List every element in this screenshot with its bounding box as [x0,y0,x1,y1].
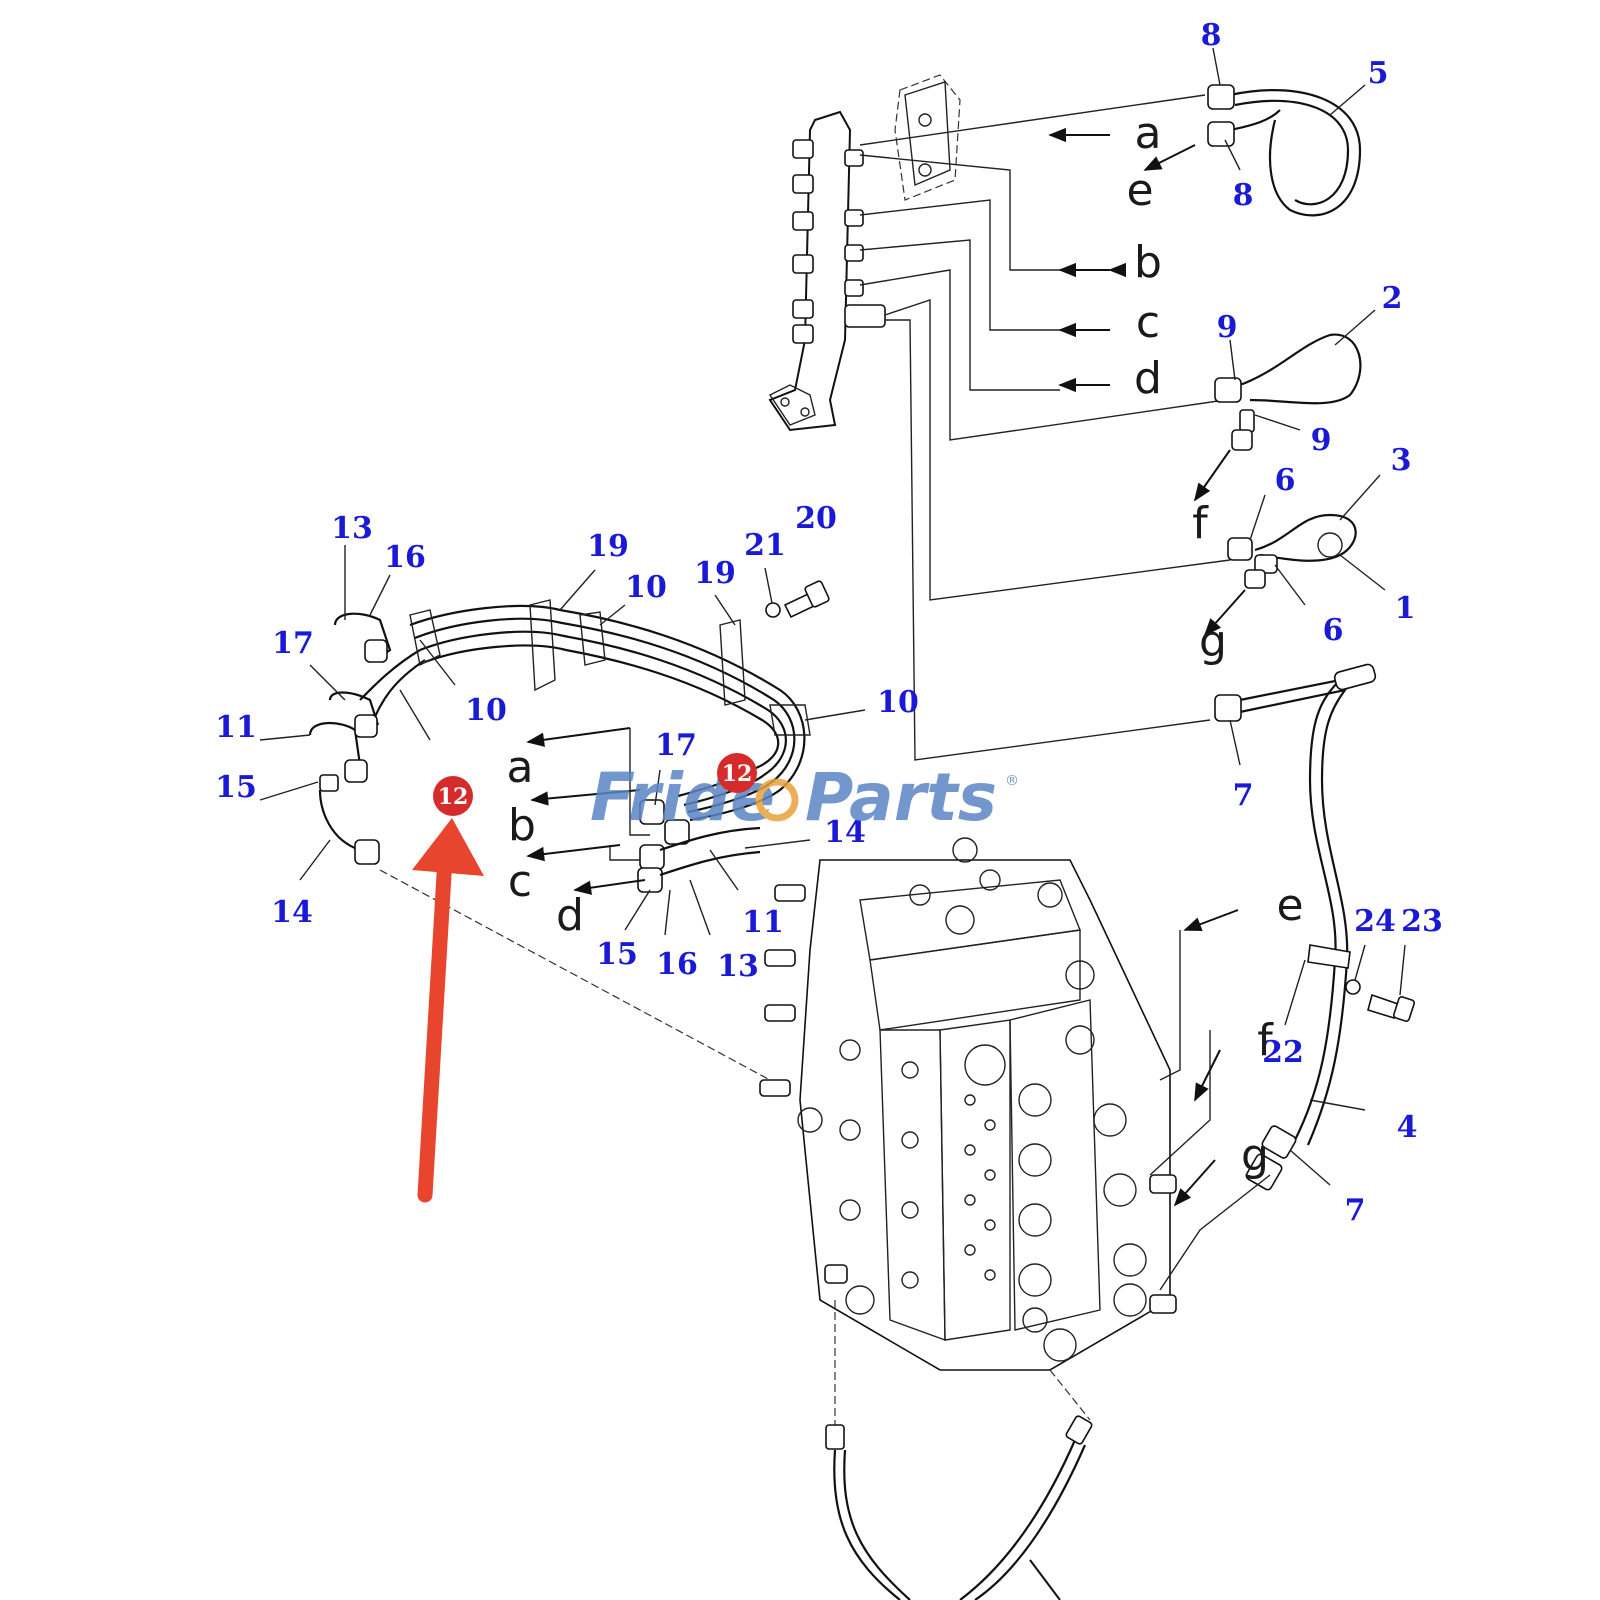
ref-letter-a: a [507,742,534,793]
callout-4: 4 [1397,1110,1418,1145]
svg-text:12: 12 [722,761,753,787]
ref-letter-a: a [1135,108,1162,159]
control-valve [759,837,1271,1371]
hose-3 [1203,513,1357,637]
left-letter-arrows [526,727,650,895]
badge-12-right: 12 [717,753,757,793]
ref-letter-g: g [1199,616,1227,667]
callout-2: 2 [1382,281,1403,316]
callout-8: 8 [1233,178,1254,213]
callout-23: 23 [1401,904,1443,939]
watermark-brand-b: Parts [805,759,997,836]
bolt-23 [1345,979,1416,1022]
badge-12-left: 12 [433,776,473,816]
ref-letter-c: c [1136,297,1160,348]
ref-letter-f: f [1192,498,1209,549]
callout-16: 16 [656,947,698,982]
callout-16: 16 [384,540,426,575]
callout-13: 13 [717,949,759,984]
callout-6: 6 [1275,463,1296,498]
svg-text:12: 12 [438,784,469,810]
watermark-mark: ® [1005,773,1019,789]
ref-letter-c: c [508,856,532,907]
bottom-hose [825,1300,1093,1600]
callout-3: 3 [1391,443,1412,478]
callout-14: 14 [271,895,313,930]
callout-1: 1 [1395,591,1416,626]
leader-lines [259,47,1406,1186]
callout-11: 11 [742,905,784,940]
callout-10: 10 [625,570,667,605]
hose-2 [1193,333,1362,502]
callout-8: 8 [1201,18,1222,53]
callout-9: 9 [1311,423,1332,458]
callout-19: 19 [694,556,736,591]
ref-letter-e: e [1126,165,1153,216]
callout-10: 10 [465,693,507,728]
ref-letter-g: g [1241,1130,1269,1181]
callout-17: 17 [655,728,697,763]
watermark: Fride Parts ® [590,759,1019,836]
letter-references: a e b c d f g a b c d e f g [507,108,1304,1181]
callout-24: 24 [1354,904,1396,939]
callout-15: 15 [596,937,638,972]
hose-5 [1207,84,1362,217]
ref-letter-f: f [1257,1015,1274,1066]
callout-19: 19 [587,529,629,564]
callout-7: 7 [1345,1193,1366,1228]
ref-letter-e: e [1276,880,1303,931]
callout-15: 15 [215,770,257,805]
callout-21: 21 [744,528,786,563]
routing-lines [859,94,1231,761]
callout-11: 11 [215,710,257,745]
junction-block [768,74,961,432]
pipe-4 [1214,663,1377,1191]
callout-numbers: 8 5 8 2 9 9 3 6 1 6 7 24 23 22 4 7 13 16… [215,18,1443,1228]
callout-5: 5 [1368,56,1389,91]
callout-22: 22 [1262,1035,1304,1070]
pipe-harness [308,599,811,1081]
bolt-20 [765,580,830,619]
callout-10: 10 [877,685,919,720]
callout-20: 20 [795,501,837,536]
ref-letter-d: d [556,890,584,941]
callout-6: 6 [1323,613,1344,648]
callout-14: 14 [824,815,866,850]
callout-17: 17 [272,626,314,661]
ref-letter-d: d [1134,353,1162,404]
red-pointer-arrow [412,818,484,1203]
callout-7: 7 [1233,778,1254,813]
callout-13: 13 [331,511,373,546]
ref-letter-b: b [1134,237,1162,288]
callout-9: 9 [1217,310,1238,345]
ref-letter-b: b [508,800,536,851]
